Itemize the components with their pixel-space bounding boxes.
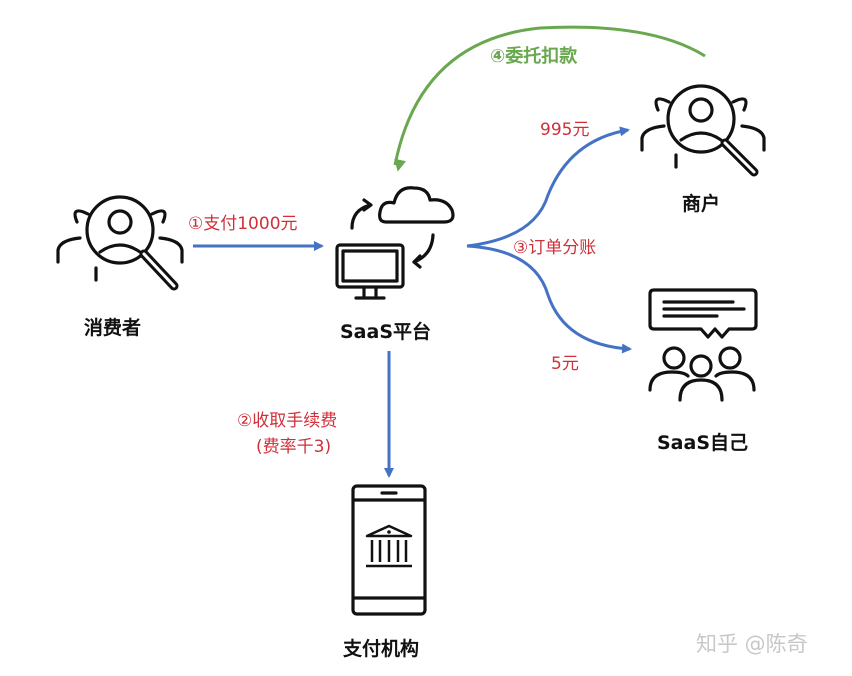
node-label-merchant: 商户: [682, 193, 721, 215]
edge-label-995: 995元: [540, 120, 590, 140]
node-label-saas-self: SaaS自己: [657, 432, 749, 454]
node-label-payment-institution: 支付机构: [343, 638, 420, 660]
edge-label-pay: ①支付1000元: [188, 214, 298, 234]
node-label-consumer: 消费者: [84, 317, 142, 339]
edge-label-fee-line2: (费率千3): [256, 437, 332, 457]
consumer-icon: [56, 195, 184, 291]
saas-self-icon: [648, 288, 758, 402]
edge-label-split: ③订单分账: [513, 238, 597, 258]
edge-label-5: 5元: [551, 354, 579, 374]
platform-icon: [335, 186, 455, 300]
arrow-split-self: [466, 244, 632, 354]
arrow-split-merchant: [466, 126, 630, 248]
arrow-entrust: [393, 25, 706, 172]
merchant-icon: [640, 84, 766, 177]
node-label-platform: SaaS平台: [340, 321, 432, 343]
edge-label-entrust: ④委托扣款: [490, 46, 578, 67]
watermark: 知乎 @陈奇: [696, 632, 808, 656]
edge-label-fee-line1: ②收取手续费: [237, 411, 338, 431]
payment-institution-icon: [351, 484, 427, 616]
